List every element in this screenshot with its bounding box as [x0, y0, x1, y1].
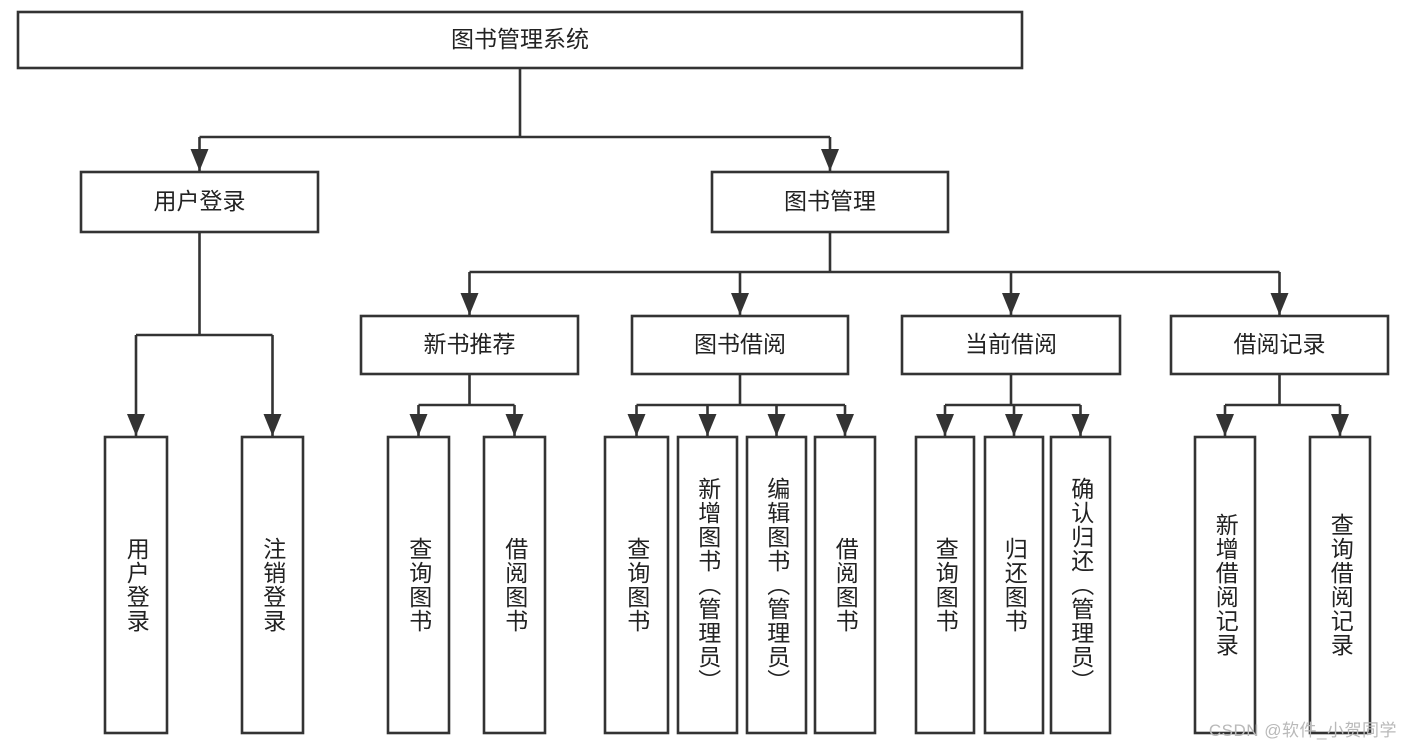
node-box — [710, 170, 950, 234]
node-box — [603, 435, 670, 735]
node-label: 图书借阅 — [694, 331, 786, 357]
node-borrow-record[interactable]: 借阅记录 — [1169, 314, 1390, 376]
node-current-borrow[interactable]: 当前借阅 — [900, 314, 1122, 376]
arrow-head-icon — [767, 414, 786, 436]
arrow-head-icon — [836, 414, 854, 436]
node-label: 用户登录 — [154, 188, 246, 214]
node-leaf-borrow-book-2[interactable] — [813, 435, 877, 735]
connector-layer — [127, 68, 1349, 436]
node-label: 新书推荐 — [424, 331, 516, 357]
node-leaf-query-book-2[interactable] — [603, 435, 670, 735]
arrow-head-icon — [1005, 414, 1023, 436]
node-box — [630, 314, 850, 376]
node-leaf-confirm-return[interactable] — [1049, 435, 1112, 735]
node-box — [813, 435, 877, 735]
node-box — [240, 435, 305, 735]
arrow-head-icon — [731, 293, 749, 315]
node-box — [79, 170, 320, 234]
node-box — [1193, 435, 1257, 735]
node-leaf-query-book-1[interactable] — [386, 435, 451, 735]
node-leaf-return-book[interactable] — [983, 435, 1045, 735]
node-box — [386, 435, 451, 735]
node-box — [1169, 314, 1390, 376]
node-new-book-rec[interactable]: 新书推荐 — [359, 314, 580, 376]
arrow-head-icon — [1216, 414, 1234, 436]
node-leaf-borrow-book-1[interactable] — [482, 435, 547, 735]
arrow-head-icon — [1002, 293, 1020, 315]
node-leaf-query-book-3[interactable] — [914, 435, 976, 735]
node-book-borrow[interactable]: 图书借阅 — [630, 314, 850, 376]
node-book-manage[interactable]: 图书管理 — [710, 170, 950, 234]
watermark-text: CSDN @软件_小贺同学 — [1208, 721, 1397, 740]
node-leaf-user-logout[interactable] — [240, 435, 305, 735]
arrow-head-icon — [190, 149, 209, 171]
arrow-head-icon — [1071, 414, 1090, 436]
node-label: 图书管理 — [784, 188, 876, 214]
node-leaf-edit-book[interactable] — [745, 435, 808, 735]
arrow-head-icon — [1270, 293, 1289, 315]
node-box — [103, 435, 169, 735]
node-box — [983, 435, 1045, 735]
node-box — [482, 435, 547, 735]
arrow-head-icon — [460, 293, 479, 315]
arrow-head-icon — [936, 414, 954, 436]
arrow-head-icon — [263, 414, 282, 436]
arrow-head-icon — [698, 414, 717, 436]
node-box — [676, 435, 739, 735]
node-box — [914, 435, 976, 735]
node-label: 当前借阅 — [965, 331, 1057, 357]
node-leaf-query-record[interactable] — [1308, 435, 1372, 735]
node-label: 图书管理系统 — [451, 26, 589, 52]
node-box — [1049, 435, 1112, 735]
node-label: 借阅记录 — [1234, 331, 1326, 357]
arrow-head-icon — [821, 149, 839, 171]
arrow-head-icon — [127, 414, 145, 436]
node-leaf-add-record[interactable] — [1193, 435, 1257, 735]
node-box — [359, 314, 580, 376]
node-box — [900, 314, 1122, 376]
node-user-login[interactable]: 用户登录 — [79, 170, 320, 234]
arrow-head-icon — [627, 414, 646, 436]
node-leaf-add-book[interactable] — [676, 435, 739, 735]
node-box — [16, 10, 1024, 70]
arrow-head-icon — [409, 414, 428, 436]
node-box — [745, 435, 808, 735]
node-root[interactable]: 图书管理系统 — [16, 10, 1024, 70]
arrow-head-icon — [1331, 414, 1349, 436]
node-leaf-user-login[interactable] — [103, 435, 169, 735]
node-box — [1308, 435, 1372, 735]
arrow-head-icon — [505, 414, 524, 436]
